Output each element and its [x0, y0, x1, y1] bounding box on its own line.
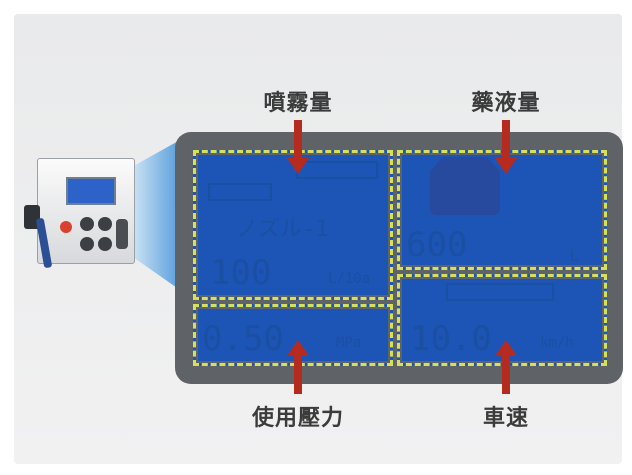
- lcd-pressure-unit: MPa: [336, 335, 362, 351]
- lcd-screen: ノズル-1 100 L/10a 600 L 0.50 MPa 10.0 km/h: [175, 132, 623, 384]
- device-button: [80, 237, 94, 251]
- label-spray-volume: 噴霧量: [263, 91, 333, 116]
- lcd-volume-unit: L: [570, 249, 579, 265]
- lcd-pressure-value: 0.50: [202, 319, 284, 359]
- zone-working-pressure: 0.50 MPa: [193, 304, 393, 366]
- lcd-speed-unit: km/h: [540, 335, 574, 351]
- device-button: [80, 217, 94, 231]
- segment-bar: [208, 183, 272, 201]
- device-button: [98, 237, 112, 251]
- lcd-section-text: ノズル-1: [236, 217, 329, 242]
- device-display: [66, 177, 116, 205]
- zone-chemical-volume: 600 L: [397, 150, 607, 270]
- lcd-rate-unit: L/10a: [328, 271, 371, 287]
- tank-icon: [430, 157, 500, 215]
- zone-spray-volume: ノズル-1 100 L/10a: [193, 150, 393, 300]
- controller-device: [37, 158, 135, 264]
- device-button-red: [60, 221, 72, 233]
- device-knob: [116, 219, 128, 249]
- label-vehicle-speed: 車速: [482, 406, 530, 431]
- arrow-up-speed: [502, 356, 510, 394]
- lcd-volume-value: 600: [406, 225, 468, 265]
- arrow-head-icon: [495, 340, 517, 356]
- lcd-rate-value: 100: [210, 253, 272, 293]
- arrow-head-icon: [495, 158, 517, 174]
- arrow-down-spray: [294, 120, 302, 160]
- label-chemical-volume: 藥液量: [471, 91, 541, 116]
- segment-bar: [446, 283, 554, 301]
- arrow-head-icon: [287, 340, 309, 356]
- device-button: [98, 217, 112, 231]
- arrow-head-icon: [287, 158, 309, 174]
- label-working-pressure: 使用壓力: [251, 406, 345, 431]
- arrow-down-chemical: [502, 120, 510, 160]
- arrow-up-pressure: [294, 356, 302, 394]
- lcd-speed-value: 10.0: [410, 319, 492, 359]
- projection-beam: [130, 140, 180, 290]
